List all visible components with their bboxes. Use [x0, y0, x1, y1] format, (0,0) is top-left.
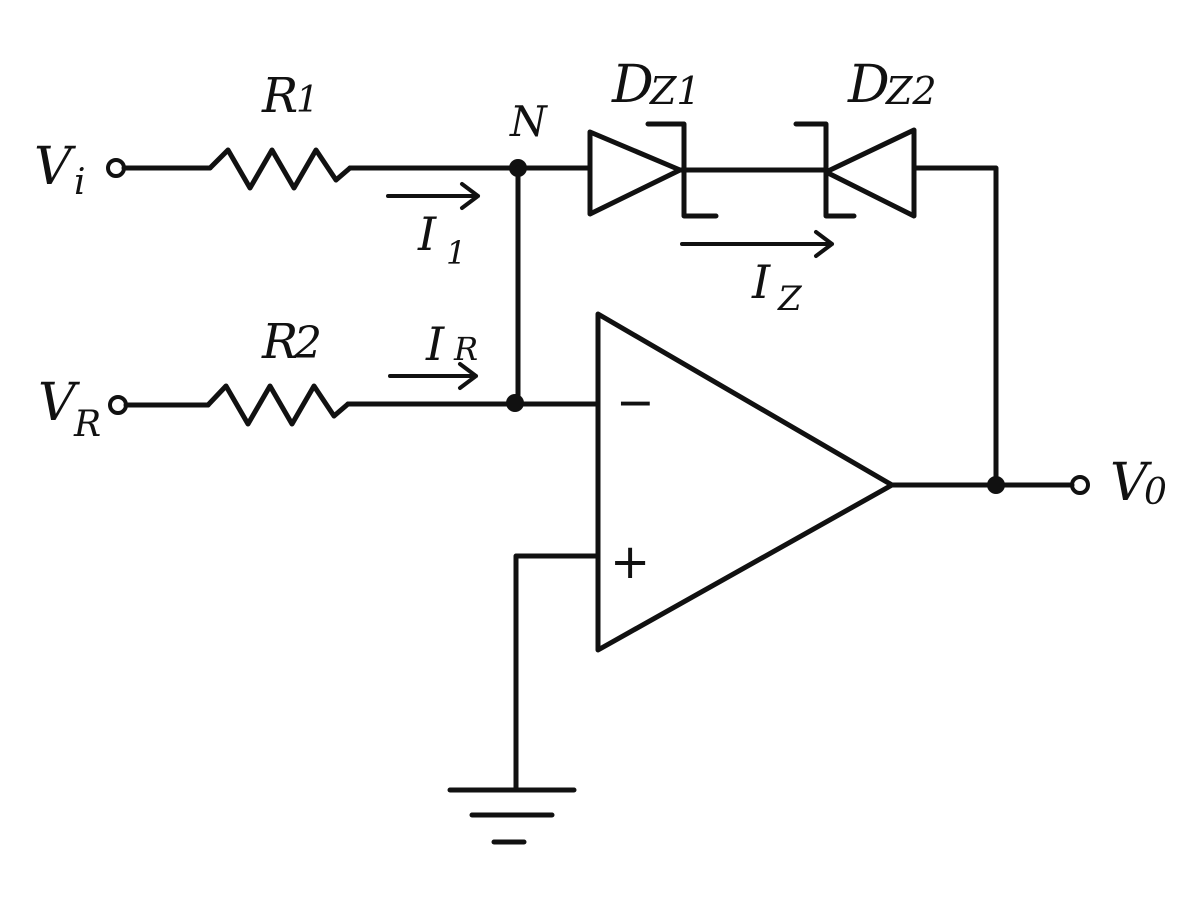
output-junction — [987, 476, 1005, 494]
r1-label: R — [261, 68, 298, 124]
vi-label: V — [34, 137, 76, 197]
i1-label-sub: 1 — [446, 234, 466, 272]
vr-label: V — [38, 373, 80, 433]
node-n-label: N — [509, 97, 548, 146]
dz2-label: D — [847, 55, 890, 115]
inverting-junction — [506, 394, 524, 412]
iz-label-sub: Z — [777, 279, 803, 319]
plus-sign: + — [610, 534, 650, 590]
dz1-triangle — [587, 129, 683, 217]
vo-label-sub: 0 — [1144, 472, 1167, 513]
dz1-label-sub: Z1 — [649, 69, 701, 113]
dz2-to-output-wire — [911, 165, 999, 488]
i1-label: I — [417, 207, 437, 261]
op-amp-triangle — [595, 311, 895, 653]
r2-label: R — [261, 314, 298, 370]
ir-label-sub: R — [453, 330, 478, 368]
vo-terminal — [1070, 475, 1090, 495]
minus-sign: − — [616, 375, 655, 429]
ir-arrow — [388, 362, 478, 390]
r2-resistor — [205, 383, 351, 427]
dz2-triangle — [823, 127, 917, 219]
r1-label-sub: 1 — [296, 80, 319, 121]
i1-arrow — [386, 182, 480, 210]
dz1-label: D — [611, 55, 654, 115]
dz2-label-sub: Z2 — [885, 69, 937, 113]
iz-arrow — [680, 230, 834, 258]
vo-label: V — [1110, 453, 1152, 513]
noninverting-wire — [513, 553, 601, 793]
r1-resistor — [207, 147, 353, 191]
vi-label-sub: i — [74, 162, 86, 203]
iz-label: I — [751, 255, 771, 309]
r2-label-sub: 2 — [293, 318, 322, 369]
ir-label: I — [425, 317, 445, 371]
vr-label-sub: R — [73, 404, 101, 445]
